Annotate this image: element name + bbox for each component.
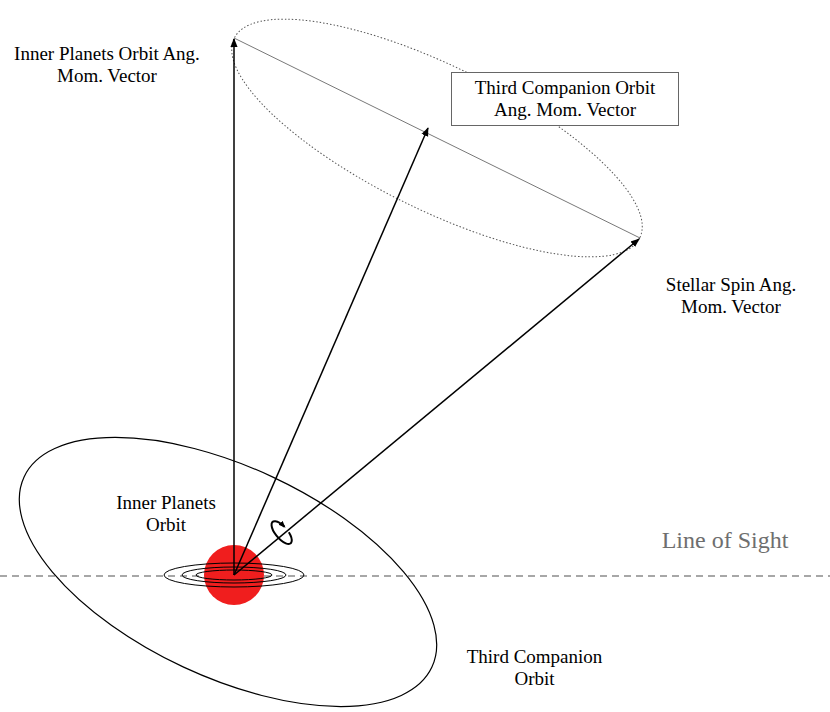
orbit-label: Inner Planets Orbit <box>104 492 228 536</box>
companion-orbit <box>0 382 476 712</box>
cone-chord <box>234 38 640 238</box>
vector-arrow <box>233 39 235 575</box>
precession-cone <box>202 0 671 302</box>
rotation-symbol <box>268 518 295 547</box>
label-box: Third Companion Orbit Ang. Mom. Vector <box>451 72 679 126</box>
box-text: Third Companion Orbit Ang. Mom. Vector <box>462 77 668 121</box>
vector-arrow <box>234 128 428 575</box>
vector-arrow <box>234 239 639 575</box>
line-of-sight-label: Line of Sight <box>640 526 810 554</box>
line-of-sight <box>0 575 830 576</box>
vector-label: Inner Planets Orbit Ang. Mom. Vector <box>14 43 200 87</box>
vector-label: Stellar Spin Ang. Mom. Vector <box>646 274 816 318</box>
orbit-label: Third Companion Orbit <box>452 646 617 690</box>
